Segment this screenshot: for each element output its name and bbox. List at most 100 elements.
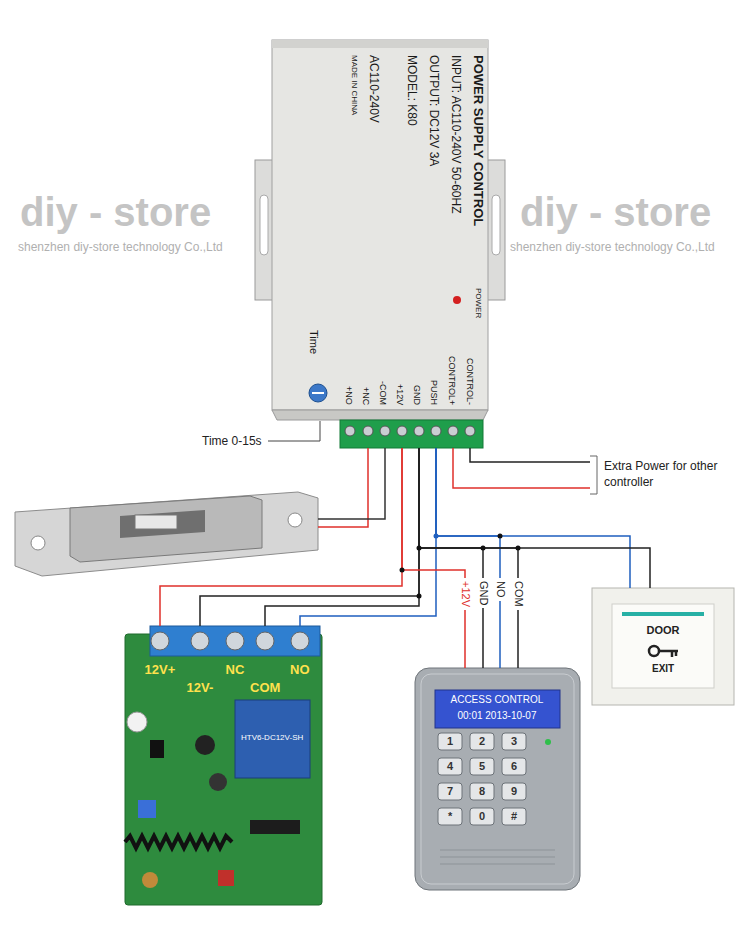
screw-hole xyxy=(31,536,45,550)
time-knob xyxy=(309,384,327,402)
mount-hole xyxy=(492,195,500,255)
key xyxy=(470,733,494,750)
key xyxy=(502,758,526,775)
key xyxy=(470,808,494,825)
wire xyxy=(436,448,630,588)
key-label: * xyxy=(448,810,452,823)
watermark: shenzhen diy-store technology Co.,Ltd xyxy=(510,240,715,254)
junction-dot xyxy=(481,546,486,551)
key-label: # xyxy=(511,810,517,823)
wire xyxy=(419,448,518,668)
terminal-label: +NO xyxy=(343,386,354,405)
housing-base xyxy=(272,410,488,420)
terminal-screw xyxy=(465,426,475,436)
terminal-screw xyxy=(345,426,355,436)
key-label: 9 xyxy=(511,785,517,798)
key-label: 0 xyxy=(479,810,485,823)
key xyxy=(438,758,462,775)
terminal-screw xyxy=(191,632,209,650)
jumper xyxy=(150,740,164,758)
led xyxy=(218,870,234,886)
button-strip xyxy=(622,612,704,616)
trimmer xyxy=(138,800,156,818)
key xyxy=(502,808,526,825)
key xyxy=(502,783,526,800)
terminal-screw xyxy=(226,632,244,650)
keeper-slot xyxy=(120,510,205,538)
wire xyxy=(300,448,436,626)
key xyxy=(470,758,494,775)
keypad-body xyxy=(415,668,580,890)
display-text: 00:01 2013-10-07 xyxy=(458,710,537,722)
key xyxy=(438,733,462,750)
display-text: ACCESS CONTROL xyxy=(451,694,544,706)
wire xyxy=(265,448,419,626)
reader-grille xyxy=(440,864,555,865)
power-led xyxy=(453,296,461,304)
relay xyxy=(235,700,310,778)
spec-text: MODEL: K80 xyxy=(405,55,419,126)
housing-bevel xyxy=(272,40,488,48)
screw-hole xyxy=(288,513,302,527)
device-title: POWER SUPPLY CONTROL xyxy=(470,55,486,226)
strike-plate xyxy=(15,492,318,576)
terminal-label: PUSH xyxy=(428,380,439,405)
watermark: diy - store xyxy=(20,188,211,236)
terminal-label: NC xyxy=(226,662,245,678)
key-label: 6 xyxy=(511,760,517,773)
key-label: 2 xyxy=(479,735,485,748)
component xyxy=(127,712,147,732)
terminal-screw xyxy=(448,426,458,436)
key-label: 8 xyxy=(479,785,485,798)
keypad-bevel xyxy=(421,674,574,884)
antenna-coil xyxy=(125,836,232,848)
origin-text: MADE IN CHINA xyxy=(349,55,359,115)
knob-slot xyxy=(312,392,324,394)
key-label: 5 xyxy=(479,760,485,773)
wire xyxy=(402,448,465,668)
terminal-label: CONTROL+ xyxy=(446,356,457,405)
key-label: 3 xyxy=(511,735,517,748)
key-label: 4 xyxy=(447,760,453,773)
extra-power-wire xyxy=(470,448,590,462)
terminal-label: GND xyxy=(411,385,422,405)
button-face xyxy=(612,604,714,688)
spec-text: OUTPUT: DC12V 3A xyxy=(427,55,441,166)
terminal-screw xyxy=(151,632,169,650)
terminal-block xyxy=(340,420,483,448)
led-label: POWER xyxy=(473,288,483,318)
terminal-screw xyxy=(414,426,424,436)
keypad-art xyxy=(415,668,580,890)
terminal-screw xyxy=(256,632,274,650)
status-led xyxy=(545,739,551,745)
terminal-label: +NC xyxy=(360,387,371,405)
spec-text: INPUT: AC110-240V 50-60HZ xyxy=(449,55,463,214)
strike-body xyxy=(70,496,262,562)
terminal-label: COM xyxy=(250,680,280,696)
junction-dot xyxy=(417,546,422,551)
bracket xyxy=(590,456,597,494)
junction-dot xyxy=(516,546,521,551)
key xyxy=(438,808,462,825)
receiver-board-art xyxy=(125,626,322,905)
extra-power-wire xyxy=(453,448,590,488)
lock-wire xyxy=(318,448,368,527)
screw-terminal xyxy=(150,626,320,656)
door-strike-lock xyxy=(15,492,318,576)
callout-text: Time 0-15s xyxy=(202,434,262,448)
lock-wire xyxy=(318,448,385,519)
key xyxy=(502,733,526,750)
callout-note: Extra Power for other controller xyxy=(604,458,724,490)
keypad-unit: ACCESS CONTROL00:01 2013-10-07123456789*… xyxy=(415,668,580,890)
junction-dot xyxy=(434,534,439,539)
relay-marking: HTV6-DC12V-SH xyxy=(241,733,303,743)
terminal-label: -COM xyxy=(377,381,388,405)
inductor xyxy=(142,872,158,888)
junction-dot xyxy=(400,568,405,573)
terminal-screw xyxy=(363,426,373,436)
terminal-screw xyxy=(291,632,309,650)
wire xyxy=(419,448,483,668)
lcd-display xyxy=(435,690,560,728)
